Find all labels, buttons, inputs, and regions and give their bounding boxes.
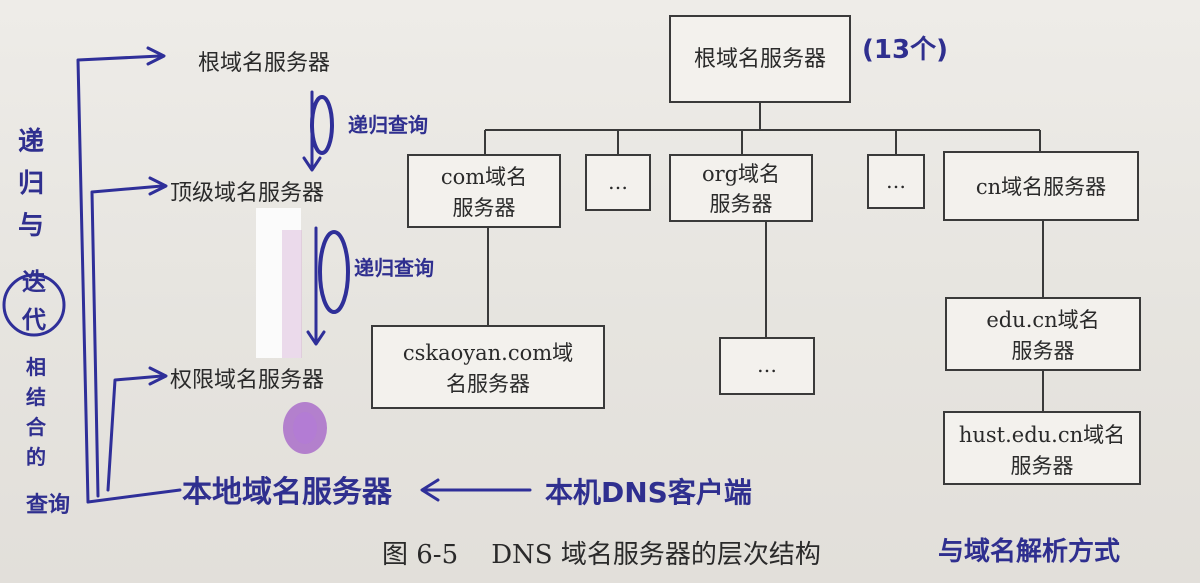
hust-server-label-line2: 服务器 — [1011, 454, 1074, 478]
side-note-char-9: 的 — [26, 445, 46, 469]
edu-cn-server-label-line2: 服务器 — [1012, 339, 1075, 363]
arrowhead-root — [146, 46, 166, 66]
circled-chars — [2, 273, 66, 337]
client-arrowhead — [420, 478, 440, 502]
ellipsis-box-2 — [867, 154, 925, 209]
root-server-box — [669, 15, 851, 103]
recursive-arrow-1-loop — [310, 95, 334, 155]
purple-ink-blob-inner — [293, 412, 317, 444]
recursive-arrow-2-loop — [318, 230, 350, 314]
figure-caption: 图 6-5 DNS 域名服务器的层次结构 — [382, 540, 821, 570]
white-patch — [256, 208, 301, 358]
left-tld-server-label: 顶级域名服务器 — [170, 181, 324, 206]
cskaoyan-server-label-line1: cskaoyan.com域 — [403, 341, 573, 365]
side-note-char-8: 合 — [26, 415, 47, 439]
ellipsis-label-3: … — [757, 353, 777, 377]
side-note-char-7: 结 — [26, 385, 46, 409]
com-server-label-line2: 服务器 — [453, 196, 516, 220]
side-note-recursive-iterative: 递 归 与 迭 代 相 结 合 的 查询 — [2, 126, 70, 518]
cn-server-label: cn域名服务器 — [976, 175, 1106, 199]
side-note-char-2: 归 — [18, 169, 44, 199]
ellipsis-label-2: … — [886, 169, 906, 193]
ellipsis-box-1 — [585, 154, 651, 211]
com-server-label-line1: com域名 — [441, 165, 527, 189]
left-authoritative-server-label: 权限域名服务器 — [170, 368, 324, 393]
side-note-char-3: 与 — [18, 211, 44, 241]
cskaoyan-server-box — [371, 325, 605, 409]
local-dns-server-label: 本地域名服务器 — [182, 475, 393, 510]
ellipsis-box-3 — [719, 337, 815, 395]
middle-bracket-arrow — [90, 184, 164, 498]
com-server-box — [407, 154, 561, 228]
org-server-label-line2: 服务器 — [710, 192, 773, 216]
root-count-note: (13个) — [862, 35, 948, 65]
recursive-arrowhead-2 — [306, 330, 326, 346]
caption-handwritten-note: 与域名解析方式 — [938, 536, 1120, 567]
arrowhead-tld — [148, 176, 168, 196]
arrowhead-authoritative — [148, 366, 168, 386]
side-note-char-10: 查询 — [26, 492, 70, 518]
org-server-label-line1: org域名 — [702, 162, 780, 186]
cn-server-box — [943, 151, 1139, 221]
left-root-server-label: 根域名服务器 — [198, 51, 330, 76]
side-note-char-1: 递 — [18, 126, 44, 157]
ellipsis-label-1: … — [608, 170, 628, 194]
outer-bracket-arrow — [76, 54, 162, 504]
hust-server-box — [943, 411, 1141, 485]
org-server-box — [669, 154, 813, 222]
edu-cn-server-label-line1: edu.cn域名 — [986, 308, 1099, 332]
hust-server-label-line1: hust.edu.cn域名 — [959, 423, 1125, 447]
inner-bracket-arrow — [106, 374, 164, 492]
bracket-base-line — [86, 488, 182, 504]
recursive-query-note-2: 递归查询 — [354, 256, 434, 280]
highlight-smudge — [282, 230, 302, 358]
recursive-arrowhead-1 — [302, 156, 322, 172]
side-note-char-4: 迭 — [22, 268, 46, 296]
side-note-char-5: 代 — [21, 306, 46, 334]
edu-cn-server-box — [945, 297, 1141, 371]
cskaoyan-server-label-line2: 名服务器 — [446, 372, 530, 396]
side-note-char-6: 相 — [26, 355, 46, 379]
recursive-query-note-1: 递归查询 — [348, 113, 428, 137]
local-dns-client-label: 本机DNS客户端 — [545, 476, 752, 509]
root-server-label: 根域名服务器 — [694, 47, 826, 72]
